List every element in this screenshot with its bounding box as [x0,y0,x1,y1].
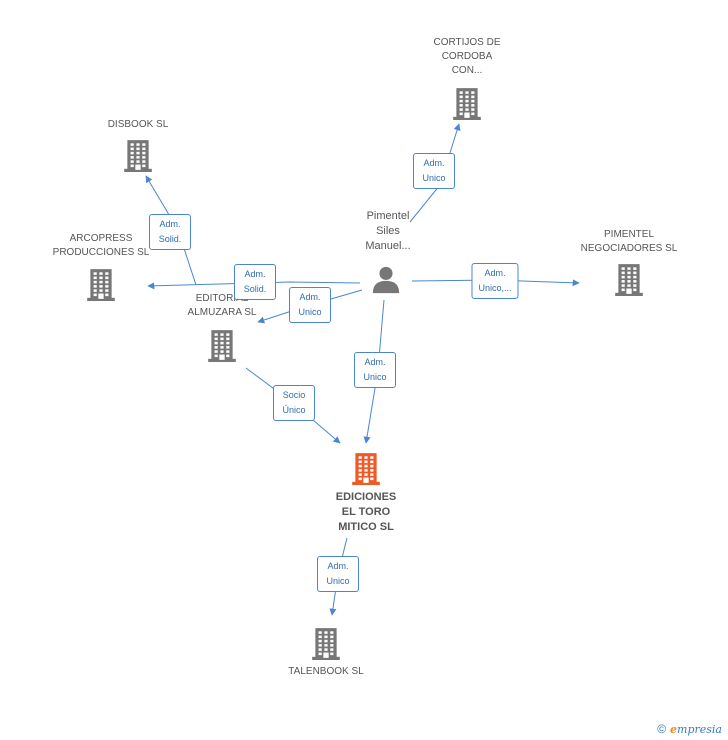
node-label-cortijos[interactable]: CORTIJOS DE CORDOBA CON... [433,37,501,76]
relation-edge [147,281,361,290]
company-building-icon[interactable] [121,138,155,177]
node-label-main[interactable]: EDICIONES EL TORO MITICO SL [335,491,397,533]
node-label-talenbook[interactable]: TALENBOOK SL [288,666,364,677]
relation-badge[interactable]: Adm. Unico [413,153,455,189]
company-building-icon[interactable] [84,267,118,306]
company-building-icon[interactable] [612,262,646,301]
relation-badge[interactable]: Adm. Unico [354,352,396,388]
relation-badge[interactable]: Socio Único [273,385,315,421]
relation-badge[interactable]: Adm. Solid. [149,214,191,250]
person-icon[interactable] [371,264,401,299]
company-building-icon[interactable] [205,328,239,367]
company-building-icon[interactable] [450,86,484,125]
relation-badge[interactable]: Adm. Unico [317,556,359,592]
company-building-icon[interactable] [309,626,343,665]
node-label-disbook[interactable]: DISBOOK SL [107,119,169,130]
copyright-icon: © [657,722,667,736]
node-label-editorial[interactable]: EDITORIAL ALMUZARA SL [187,293,257,318]
footer-brand: © empresia [657,722,722,736]
relation-badge[interactable]: Adm. Unico,... [471,263,519,299]
brand-logo: empresia [670,722,722,736]
relation-badge[interactable]: Adm. Unico [289,287,331,323]
node-label-arcopress[interactable]: ARCOPRESS PRODUCCIONES SL [52,233,150,258]
relation-badge[interactable]: Adm. Solid. [234,264,276,300]
main-company-building-icon[interactable] [349,451,383,490]
node-label-person[interactable]: Pimentel Siles Manuel... [365,210,411,252]
node-label-pimentel-neg[interactable]: PIMENTEL NEGOCIADORES SL [580,229,678,254]
